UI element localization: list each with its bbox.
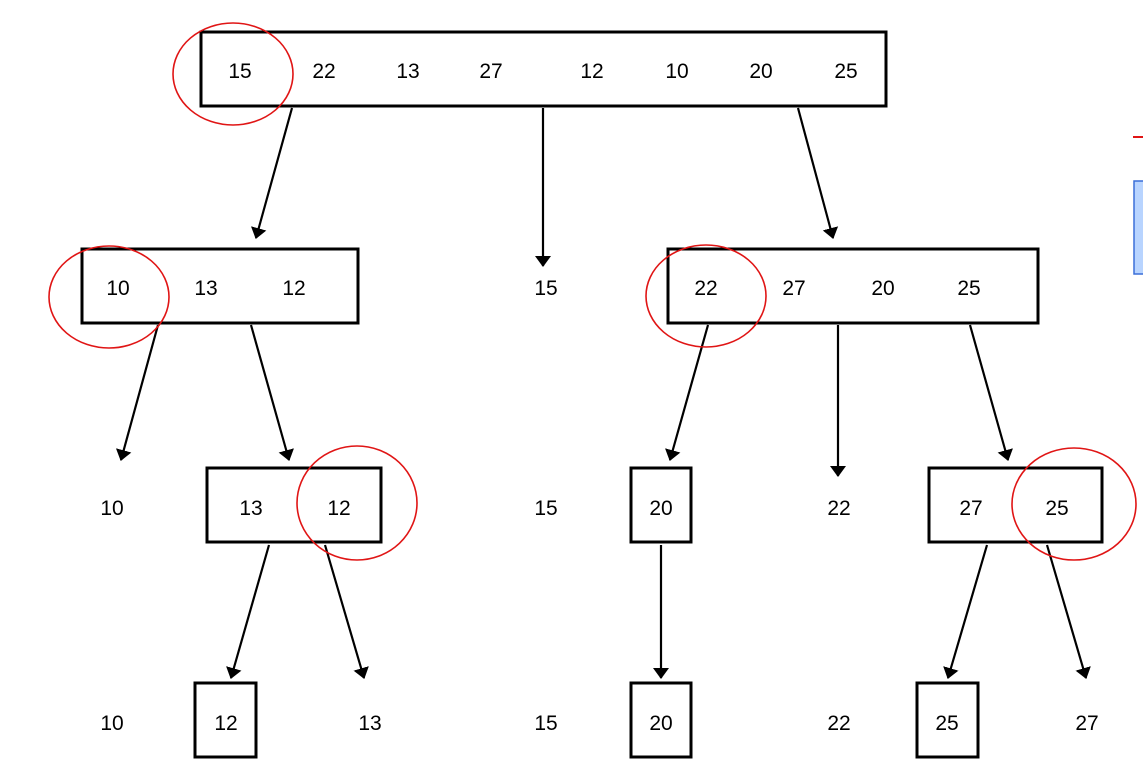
level3-array-c: 25 xyxy=(915,681,980,759)
pivot-circle xyxy=(48,245,170,349)
level0-item: 12 xyxy=(580,60,603,83)
level2-value: 10 xyxy=(100,497,123,520)
level0-item: 15 xyxy=(228,60,251,83)
level3-box-b xyxy=(629,681,693,759)
level1-left-item: 12 xyxy=(282,277,305,300)
level2-box-a xyxy=(205,466,383,544)
pivot-circle xyxy=(172,22,294,126)
pivot-circle xyxy=(296,445,418,561)
level2-c-item: 27 xyxy=(959,497,982,520)
level1-pivot-value: 15 xyxy=(534,277,557,300)
level3-array-b: 20 xyxy=(629,681,693,759)
edge-root-right xyxy=(796,107,839,239)
edge-l1right-right xyxy=(968,324,1013,461)
level3-b-item: 20 xyxy=(649,712,672,735)
level1-left-box xyxy=(80,247,360,325)
edge-l2c-left xyxy=(943,544,989,679)
level1-left-item: 13 xyxy=(194,277,217,300)
level1-right-item: 22 xyxy=(694,277,717,300)
edge-l2a-right xyxy=(323,544,369,679)
level0-item: 22 xyxy=(312,60,335,83)
level0-item: 13 xyxy=(396,60,419,83)
level2-value: 15 xyxy=(534,497,557,520)
level3-value: 22 xyxy=(827,712,850,735)
level3-value: 27 xyxy=(1075,712,1098,735)
level2-array-b: 20 xyxy=(629,466,693,544)
level3-a-item: 12 xyxy=(214,712,237,735)
level1-right-item: 25 xyxy=(957,277,980,300)
level2-c-item: 25 xyxy=(1045,497,1068,520)
level3-box-a xyxy=(193,681,258,759)
edges xyxy=(115,107,1091,679)
level2-a-item: 13 xyxy=(239,497,262,520)
level2-a-item: 12 xyxy=(327,497,350,520)
level1-left-item: 10 xyxy=(106,277,129,300)
pivot-highlights xyxy=(48,22,1137,561)
level1-right-box xyxy=(666,247,1040,325)
level1-right-array: 22 27 20 25 xyxy=(666,247,1040,325)
level3-value: 13 xyxy=(358,712,381,735)
pivot-circle xyxy=(645,244,767,348)
level0-array: 15 22 13 27 12 10 20 25 xyxy=(199,30,888,108)
blue-side-panel xyxy=(1133,180,1143,275)
level3-box-c xyxy=(915,681,980,759)
level0-item: 10 xyxy=(665,60,688,83)
level2-array-c: 27 25 xyxy=(927,466,1104,544)
level3-value: 15 xyxy=(534,712,557,735)
level3-array-a: 12 xyxy=(193,681,258,759)
level3-value: 10 xyxy=(100,712,123,735)
level2-box-b xyxy=(629,466,693,544)
level0-item: 27 xyxy=(479,60,502,83)
level1-right-item: 27 xyxy=(782,277,805,300)
edge-l2c-right xyxy=(1045,544,1091,679)
edge-l2a-left xyxy=(226,544,271,679)
edge-l1left-right xyxy=(249,324,294,461)
level2-b-item: 20 xyxy=(649,497,672,520)
edge-l1left-left xyxy=(115,324,160,461)
level0-box xyxy=(199,30,888,108)
level1-left-array: 10 13 12 xyxy=(80,247,360,325)
level2-value: 22 xyxy=(827,497,850,520)
level1-right-item: 20 xyxy=(871,277,894,300)
level0-item: 25 xyxy=(834,60,857,83)
level3-c-item: 25 xyxy=(935,712,958,735)
pivot-circle xyxy=(1011,447,1137,561)
level2-box-c xyxy=(927,466,1104,544)
level2-array-a: 13 12 xyxy=(205,466,383,544)
level0-item: 20 xyxy=(749,60,772,83)
edge-root-left xyxy=(250,107,294,239)
